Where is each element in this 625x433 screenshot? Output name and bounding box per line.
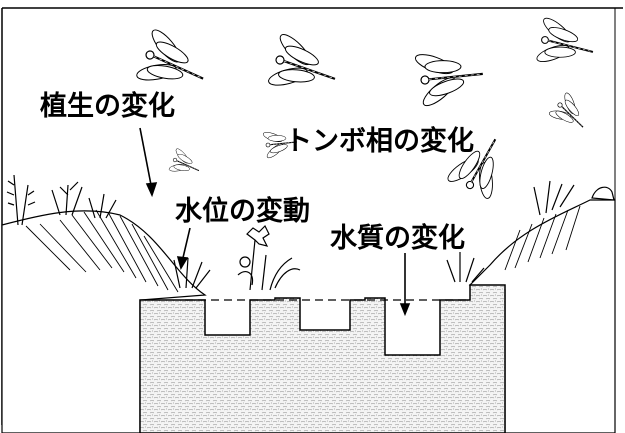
pond-bank <box>1 199 616 433</box>
dragonfly-icon <box>409 39 489 113</box>
water-level-arrow <box>181 227 191 263</box>
dragonfly-icon <box>262 27 345 106</box>
wildflower-icon <box>237 224 301 291</box>
dragonfly-icon <box>545 88 596 139</box>
label-dragonfly-fauna-change: トンボ相の変化 <box>285 125 474 157</box>
label-water-quality-change: 水質の変化 <box>330 222 465 254</box>
label-vegetation-change: 植生の変化 <box>40 90 175 122</box>
vegetation-arrow <box>139 127 153 191</box>
dragonfly-icon <box>532 12 599 75</box>
grass-tuft-icon <box>173 180 575 289</box>
dragonfly-icon <box>166 145 205 183</box>
label-water-level-fluctuation: 水位の変動 <box>175 195 310 227</box>
reed-icon <box>6 174 117 226</box>
water-body <box>139 284 506 433</box>
bank-bird-shape <box>591 186 615 201</box>
